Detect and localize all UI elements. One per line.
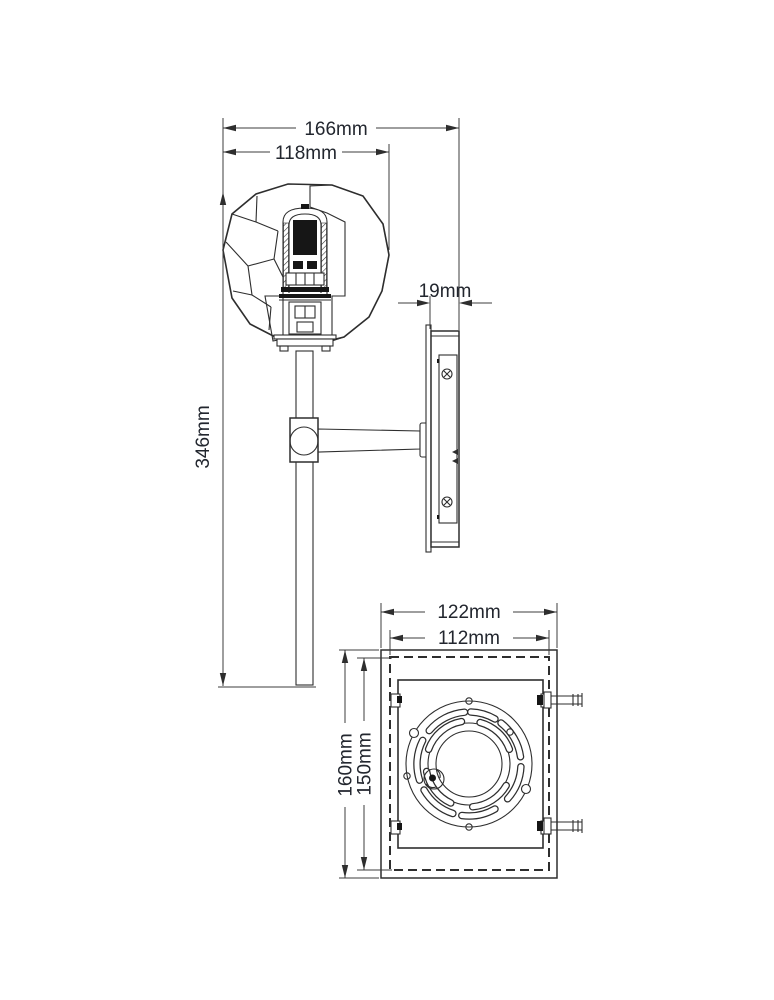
- wall-arm: [317, 428, 421, 453]
- side-elevation-view: 166mm 118mm 346mm 19mm: [193, 118, 492, 688]
- bulb-inner-outline: [288, 213, 322, 293]
- screw-holes: [403, 697, 514, 831]
- dim-label-overall-depth: 166mm: [304, 119, 367, 140]
- mounting-screw-right-top: [537, 691, 583, 709]
- stem-and-mount: [289, 324, 460, 686]
- socket-band-1: [281, 287, 329, 292]
- bulb-filament: [293, 220, 317, 255]
- dim-label-shade-width: 118mm: [275, 143, 337, 164]
- shade-base-lip: [273, 334, 337, 340]
- shade-section-hatch-left: [264, 295, 284, 342]
- crystal-shade: [222, 183, 390, 345]
- mounting-screw-right-bottom: [537, 817, 583, 835]
- outer-slot-arcs: [413, 708, 525, 820]
- dimension-overall-depth: 166mm: [222, 118, 460, 330]
- ground-screw: [423, 768, 445, 790]
- plate-inner-rect: [397, 679, 544, 849]
- stem: [295, 350, 314, 686]
- socket-band-2: [279, 294, 331, 298]
- dimension-plate-outer-width: 122mm: [380, 602, 558, 648]
- plate-dashed-rect: [389, 656, 550, 871]
- center-hole: [435, 730, 503, 798]
- plate-outer-rect: [380, 649, 558, 879]
- backplate-plan-view: 122mm 112mm 160mm 150mm: [336, 602, 583, 879]
- dimension-overall-height: 346mm: [193, 192, 316, 688]
- dimension-plate-outer-height: 160mm: [336, 649, 379, 879]
- ball-joint: [289, 426, 319, 456]
- inner-slot-arcs: [422, 717, 514, 811]
- backplate-screw-top: [441, 368, 453, 380]
- socket-collar-ribs: [295, 273, 315, 285]
- dim-label-plate-inner-height: 150mm: [355, 732, 376, 795]
- bulb-tip: [301, 204, 309, 209]
- shade-outline: [222, 183, 390, 345]
- dim-label-backplate-projection: 19mm: [419, 281, 472, 302]
- dim-label-overall-height: 346mm: [193, 405, 214, 468]
- dimension-plate-inner-height: 150mm: [355, 657, 392, 871]
- lamp-socket-assembly: [273, 204, 337, 352]
- backplate-screw-bottom: [441, 496, 453, 508]
- dimension-shade-width: 118mm: [223, 143, 390, 250]
- shade-facet-lines: [225, 195, 284, 331]
- bulb-contact-right: [307, 261, 317, 269]
- bulb-contact-left: [293, 261, 303, 269]
- mounting-plate-outline: [405, 700, 533, 828]
- mounting-plate: [403, 697, 533, 831]
- backplate-recess: [438, 354, 458, 524]
- dim-label-plate-outer-width: 122mm: [437, 602, 500, 623]
- shade-base: [276, 338, 334, 347]
- backplate-body-side: [430, 330, 460, 548]
- dimension-backplate-projection: 19mm: [398, 281, 492, 329]
- dimension-plate-inner-width: 112mm: [389, 628, 550, 655]
- dim-label-plate-inner-width: 112mm: [438, 628, 500, 649]
- dim-label-plate-outer-height: 160mm: [336, 733, 357, 796]
